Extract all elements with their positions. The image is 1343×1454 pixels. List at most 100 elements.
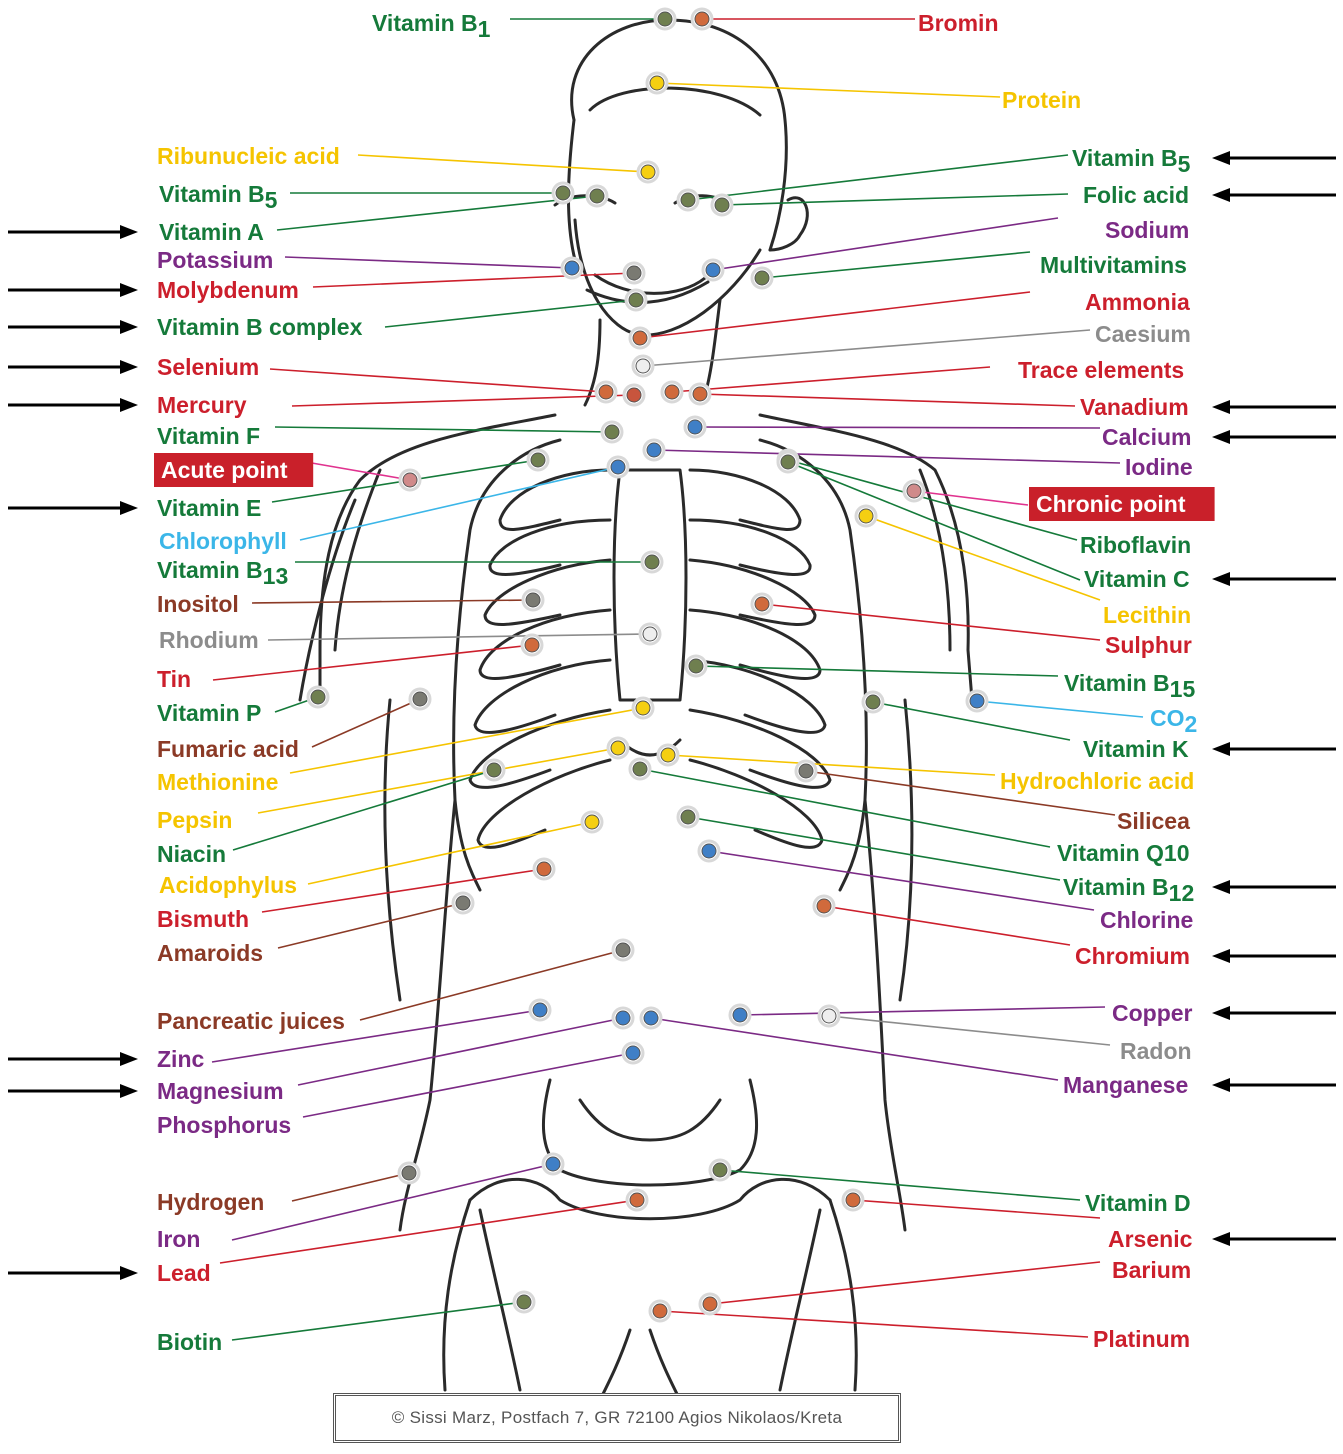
point-amaroids — [456, 896, 470, 910]
point-vitamin-c — [781, 455, 795, 469]
label-text: Ribunucleic acid — [157, 143, 340, 169]
label-vitamin-p: Vitamin P — [157, 700, 261, 726]
label-text: Sulphur — [1105, 632, 1192, 658]
connector-fumaric-acid — [312, 699, 420, 747]
point-bismuth — [537, 862, 551, 876]
arrow-right-icon — [120, 360, 138, 374]
label-potassium: Potassium — [157, 247, 273, 273]
label-fumaric-acid: Fumaric acid — [157, 736, 299, 762]
connector-pancreatic-juices — [360, 950, 623, 1020]
connector-pepsin — [258, 748, 618, 813]
label-protein: Protein — [1002, 87, 1081, 113]
connector-vitamin-b-5 — [688, 155, 1068, 200]
label-text: Rhodium — [159, 627, 259, 653]
arrow-right-icon — [120, 283, 138, 297]
copyright-credit: © Sissi Marz, Postfach 7, GR 72100 Agios… — [333, 1393, 901, 1443]
label-text: Lead — [157, 1260, 211, 1286]
point-folic-acid — [715, 198, 729, 212]
label-text: Vitamin B complex — [157, 314, 363, 340]
connector-hydrochloric-acid — [668, 755, 995, 775]
label-text: Radon — [1120, 1038, 1192, 1064]
point-vitamin-b-5 — [681, 193, 695, 207]
label-text: Vitamin B — [1072, 145, 1178, 171]
point-silicea — [799, 764, 813, 778]
label-text: Vitamin Q10 — [1057, 840, 1190, 866]
label-text: Riboflavin — [1080, 532, 1191, 558]
label-co-2: CO2 — [1150, 705, 1197, 737]
point-niacin — [487, 763, 501, 777]
arrow-right-icon — [120, 225, 138, 239]
label-text: Protein — [1002, 87, 1081, 113]
label-vanadium: Vanadium — [1080, 394, 1189, 420]
point-vitamin-b-complex — [629, 293, 643, 307]
label-lecithin: Lecithin — [1103, 602, 1191, 628]
point-ammonia — [633, 331, 647, 345]
label-text: Folic acid — [1083, 182, 1189, 208]
label-arsenic: Arsenic — [1108, 1226, 1193, 1252]
point-vitamin-b-15 — [689, 659, 703, 673]
point-methionine — [636, 701, 650, 715]
point-vitamin-k — [866, 695, 880, 709]
label-text: Manganese — [1063, 1072, 1188, 1098]
label-vitamin-d: Vitamin D — [1085, 1190, 1191, 1216]
label-text: Barium — [1112, 1257, 1191, 1283]
label-text: Inositol — [157, 591, 239, 617]
label-text: Vitamin A — [159, 219, 264, 245]
connector-folic-acid — [722, 194, 1068, 205]
label-text: Arsenic — [1108, 1226, 1193, 1252]
connector-chromium — [824, 906, 1070, 945]
label-text: Pepsin — [157, 807, 232, 833]
label-platinum: Platinum — [1093, 1326, 1190, 1352]
point-iodine — [647, 443, 661, 457]
label-text: Vitamin C — [1084, 566, 1190, 592]
point-vanadium — [693, 387, 707, 401]
point-manganese — [644, 1011, 658, 1025]
connector-mercury — [292, 395, 634, 406]
label-lead: Lead — [157, 1260, 211, 1286]
label-chromium: Chromium — [1075, 943, 1190, 969]
point-caesium — [636, 359, 650, 373]
label-barium: Barium — [1112, 1257, 1191, 1283]
label-text: Selenium — [157, 354, 259, 380]
point-pancreatic-juices — [616, 943, 630, 957]
connector-iron — [232, 1164, 553, 1240]
point-biotin — [517, 1295, 531, 1309]
connector-hydrogen — [292, 1173, 409, 1201]
label-text: Platinum — [1093, 1326, 1190, 1352]
point-molybdenum — [627, 266, 641, 280]
label-tin: Tin — [157, 666, 191, 692]
point-hydrochloric-acid — [661, 748, 675, 762]
label-text: Lecithin — [1103, 602, 1191, 628]
label-text: Ammonia — [1085, 289, 1190, 315]
arrow-left-icon — [1212, 400, 1230, 414]
label-text: Vitamin B — [1064, 670, 1170, 696]
point-hydrogen — [402, 1166, 416, 1180]
point-sodium — [706, 263, 720, 277]
arrow-left-icon — [1212, 1078, 1230, 1092]
label-niacin: Niacin — [157, 841, 226, 867]
label-vitamin-b-15: Vitamin B15 — [1064, 670, 1195, 702]
connector-potassium — [285, 257, 572, 268]
label-text: Vitamin B — [1063, 874, 1169, 900]
label-text: Silicea — [1117, 808, 1190, 834]
point-arsenic — [846, 1193, 860, 1207]
label-hydrogen: Hydrogen — [157, 1189, 264, 1215]
label-chlorine: Chlorine — [1100, 907, 1193, 933]
point-pepsin — [611, 741, 625, 755]
point-multivitamins — [755, 271, 769, 285]
point-labels: Vitamin B1BrominProteinRibunucleic acidV… — [154, 10, 1215, 1355]
connector-iodine — [654, 450, 1120, 463]
label-subscript: 2 — [1185, 711, 1198, 737]
connector-vitamin-b-complex — [385, 300, 636, 327]
connector-inositol — [252, 600, 533, 603]
connector-platinum — [660, 1311, 1088, 1337]
label-subscript: 5 — [265, 187, 278, 213]
label-text: CO — [1150, 705, 1185, 731]
label-text: Iron — [157, 1226, 200, 1252]
label-iron: Iron — [157, 1226, 200, 1252]
label-text: Niacin — [157, 841, 226, 867]
label-pepsin: Pepsin — [157, 807, 232, 833]
label-zinc: Zinc — [157, 1046, 204, 1072]
label-calcium: Calcium — [1102, 424, 1191, 450]
label-text: Vitamin B — [159, 181, 265, 207]
